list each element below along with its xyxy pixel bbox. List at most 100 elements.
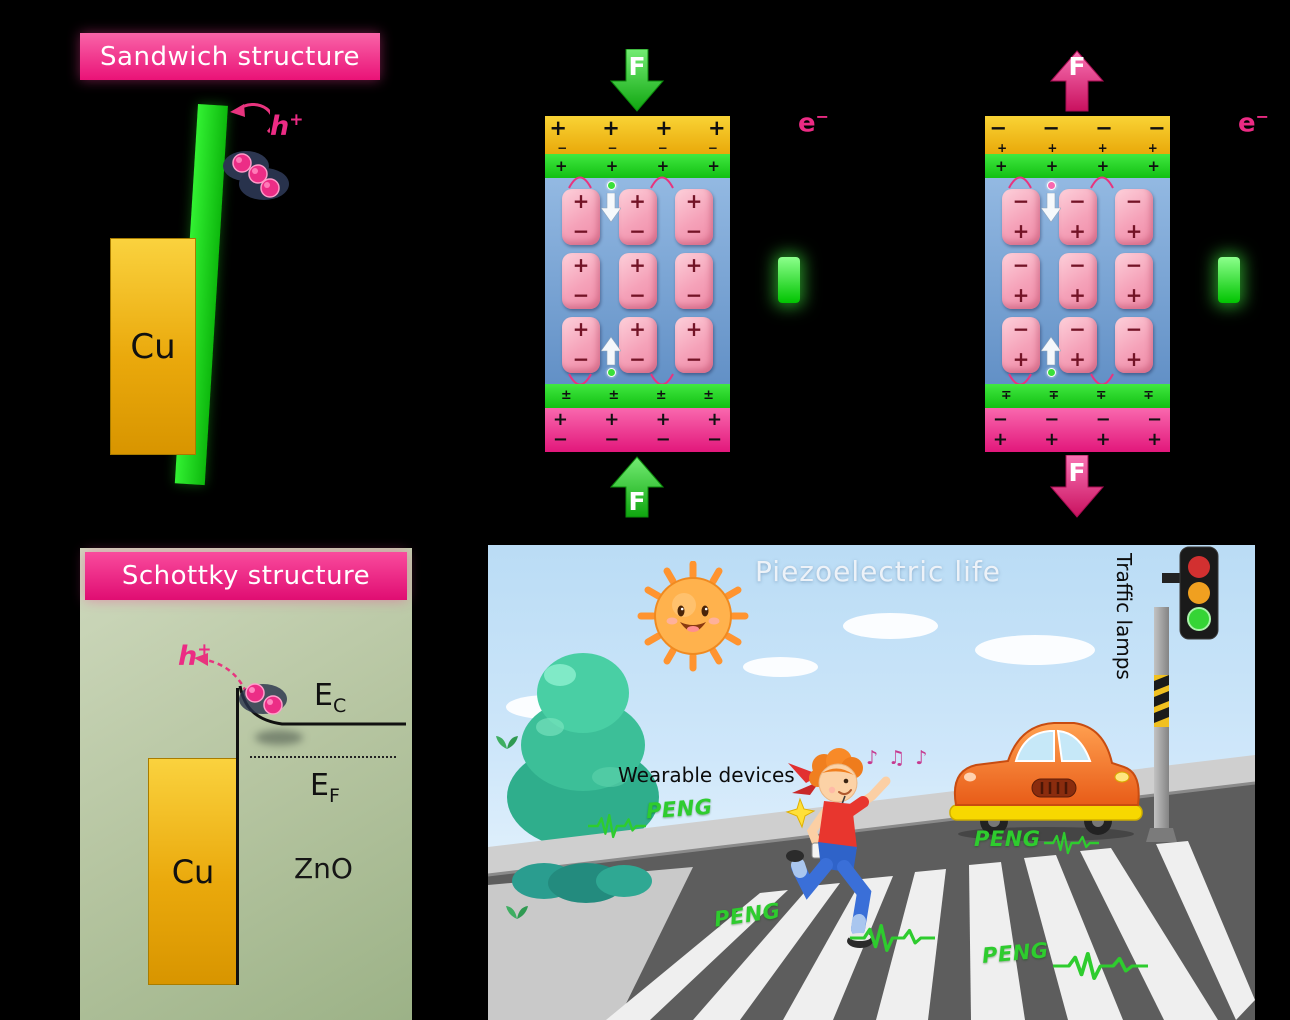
crosswalk-stripe	[606, 890, 788, 1020]
dipole: +−	[562, 189, 600, 245]
force-label: F	[628, 52, 645, 81]
down-arrow-icon	[601, 193, 621, 223]
compression-unit: F + + + + − − − − + + + + +− +− +− +−	[540, 45, 840, 518]
charge-row: + + + +	[549, 116, 726, 140]
led-indicator	[778, 257, 800, 303]
hole-symbol: h	[270, 111, 290, 142]
charge-row: ∓ ∓ ∓ ∓	[1000, 388, 1155, 403]
electron-dot	[607, 181, 616, 190]
dipole-bottom-charge: −	[572, 219, 590, 243]
charge-row: + + + +	[992, 429, 1163, 450]
peng-waveform-icon	[1053, 952, 1148, 980]
hole-sign: +	[289, 110, 304, 130]
bottom-electrode: − − − − + + + +	[985, 408, 1170, 452]
peng-device-stretched: − − − − + + + + + + + + −+ −+ −+ −+ −+ −…	[985, 116, 1170, 452]
top-electrode: + + + + − − − −	[545, 116, 730, 154]
cu-electrode-block: Cu	[110, 238, 196, 455]
bottom-electrode: + + + + − − − −	[545, 408, 730, 452]
traffic-light-base	[1146, 828, 1177, 842]
sun-illustration	[637, 561, 749, 672]
charge-row: − − − −	[552, 429, 723, 450]
peng-waveform-icon	[588, 813, 646, 839]
sandwich-title-badge: Sandwich structure	[80, 33, 380, 80]
dipole: +−	[618, 253, 657, 309]
dipole-top-charge: +	[572, 189, 590, 213]
charge-hop-arc-icon	[1090, 176, 1114, 189]
electron-dot	[607, 368, 616, 377]
car-headlight	[1114, 771, 1130, 783]
compress-force-arrow-up-icon: F	[610, 456, 664, 518]
tree-illustration	[507, 653, 659, 903]
dipole: +−	[562, 253, 600, 309]
running-kid-illustration	[785, 748, 891, 948]
force-label: F	[628, 487, 645, 516]
crosswalk-stripe	[1080, 848, 1218, 1020]
dipole: −+	[1002, 317, 1040, 373]
charge-row: − − − −	[989, 116, 1166, 140]
peng-label: PENG	[974, 827, 1041, 851]
dipole: −+	[1002, 253, 1040, 309]
hole-transfer-arrow-icon	[230, 103, 270, 134]
schottky-title-badge: Schottky structure	[85, 552, 407, 600]
crosswalk-stripe	[693, 883, 840, 1020]
hole-cluster-illustration	[223, 151, 289, 200]
dipole: −+	[1115, 253, 1153, 309]
car-windshield	[1056, 729, 1092, 762]
life-title: Piezoelectric life	[755, 555, 1001, 588]
traffic-light-arm	[1162, 573, 1184, 583]
dipole-grid: +− +− +− +− +− +− +− +− +−	[545, 178, 730, 384]
dipole: −+	[1058, 317, 1097, 373]
charge-row: ± ± ± ±	[560, 388, 715, 403]
bottom-seed-layer: ∓ ∓ ∓ ∓	[985, 384, 1170, 408]
top-seed-layer: + + + +	[985, 154, 1170, 178]
music-notes: ♪ ♫ ♪	[866, 747, 930, 769]
peng-waveform-icon	[850, 924, 935, 952]
cloud	[743, 657, 818, 677]
charge-row: + + + +	[552, 409, 723, 430]
leaf-icon	[496, 736, 518, 749]
traffic-light-illustration	[1146, 546, 1219, 842]
stretch-force-arrow-down-icon: F	[1050, 455, 1104, 518]
cu-metal-block: Cu	[148, 758, 238, 985]
dipole: −+	[1115, 189, 1153, 245]
led-indicator	[1218, 257, 1240, 303]
electron-dot	[1047, 368, 1056, 377]
car-window	[1014, 730, 1055, 762]
wearable-devices-label: Wearable devices	[618, 763, 795, 787]
dipole: +−	[562, 317, 600, 373]
charge-hop-arc-icon	[568, 176, 592, 189]
crosswalk-stripe	[876, 869, 946, 1020]
up-arrow-icon	[1041, 336, 1061, 366]
car-grille	[1031, 778, 1077, 798]
top-electrode: − − − − + + + +	[985, 116, 1170, 154]
peng-waveform-icon	[1044, 831, 1099, 855]
top-seed-layer: + + + +	[545, 154, 730, 178]
cloud	[975, 635, 1095, 665]
bush-illustration	[512, 863, 652, 903]
force-label: F	[1068, 458, 1085, 487]
charge-row: + + + +	[995, 157, 1160, 175]
car-body	[954, 722, 1140, 806]
schottky-title: Schottky structure	[121, 561, 371, 591]
fermi-level-line	[250, 756, 396, 758]
crosswalk-stripe	[1024, 855, 1123, 1020]
peng-label: PENG	[645, 794, 714, 824]
shadow-smudge	[255, 730, 303, 745]
dipole: +−	[675, 253, 713, 309]
charge-row: − − − −	[992, 409, 1163, 430]
charge-row: + + + +	[997, 141, 1158, 155]
force-label: F	[1068, 52, 1085, 81]
dipole: +−	[618, 189, 657, 245]
conduction-band-label: EC	[314, 678, 347, 717]
schottky-panel: Schottky structure Cu EC EF ZnO h+	[80, 548, 412, 1020]
charge-row: − − − −	[557, 141, 718, 155]
kid-back-arm	[806, 806, 831, 852]
cu-label: Cu	[171, 852, 215, 891]
dipole: −+	[1115, 317, 1153, 373]
cu-label: Cu	[130, 326, 176, 367]
crosswalk-stripe	[969, 862, 1025, 1020]
stretch-force-arrow-up-icon: F	[1050, 50, 1104, 112]
charge-row: + + + +	[555, 157, 720, 175]
dipole: +−	[675, 189, 713, 245]
